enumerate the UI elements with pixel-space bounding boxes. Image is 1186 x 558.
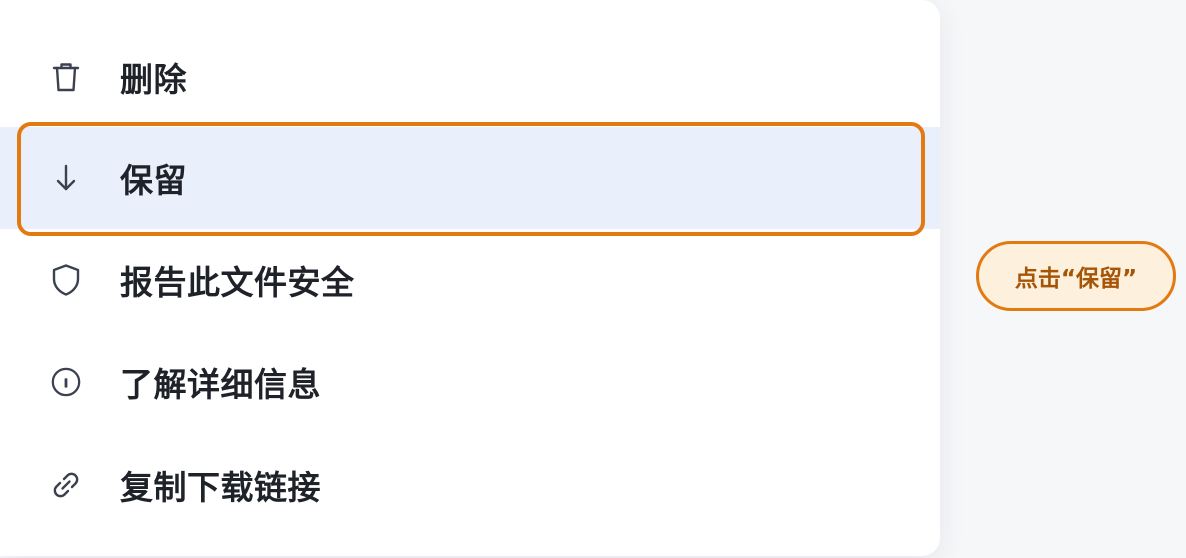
- arrow-down-icon: [50, 162, 82, 194]
- menu-item-report-safe[interactable]: 报告此文件安全: [0, 229, 940, 331]
- shield-icon: [50, 264, 82, 296]
- menu-item-label: 报告此文件安全: [120, 263, 355, 302]
- info-icon: [50, 366, 82, 398]
- menu-item-copy-link[interactable]: 复制下载链接: [0, 434, 940, 536]
- link-icon: [50, 469, 82, 501]
- trash-icon: [50, 61, 82, 93]
- menu-item-label: 保留: [120, 161, 187, 200]
- menu-item-delete[interactable]: 删除: [0, 26, 940, 128]
- context-menu: 删除 保留 报告此文件安全 了解详细信息: [0, 26, 940, 536]
- instruction-callout: 点击“保留”: [976, 241, 1176, 311]
- menu-item-learn-more[interactable]: 了解详细信息: [0, 331, 940, 433]
- menu-item-label: 了解详细信息: [120, 365, 321, 404]
- menu-item-label: 复制下载链接: [120, 468, 321, 507]
- menu-item-label: 删除: [120, 60, 187, 99]
- menu-item-keep[interactable]: 保留: [0, 127, 940, 229]
